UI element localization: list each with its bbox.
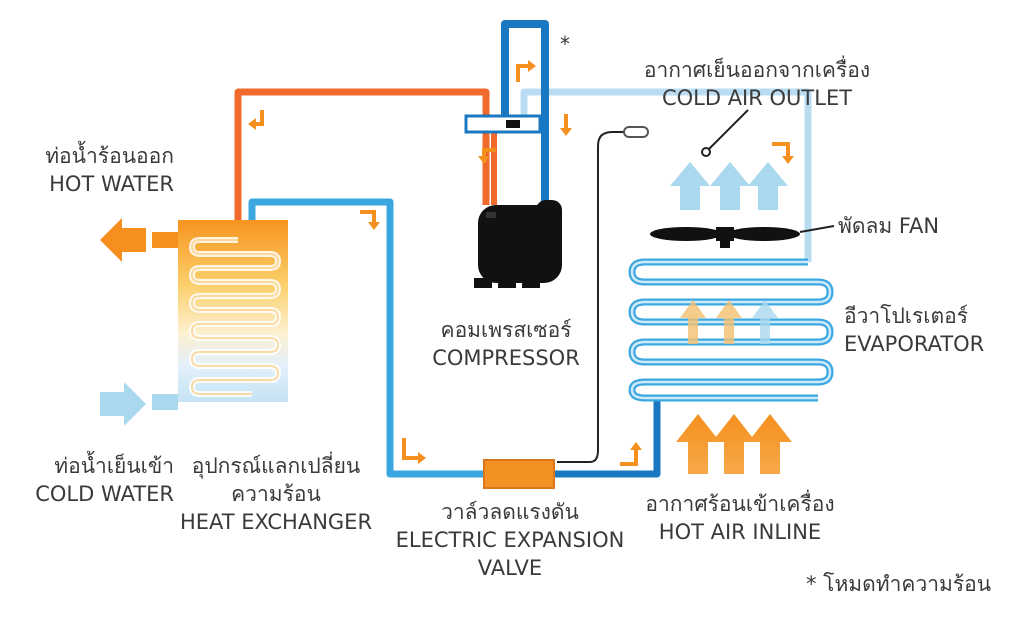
temperature-sensor-icon <box>623 126 649 138</box>
heat-exchanger-label-th2: ความร้อน <box>231 482 321 506</box>
hot-water-label: ท่อน้ำร้อนออก HOT WATER <box>14 142 174 198</box>
evaporator-label-th: อีวาโปเรเตอร์ <box>844 304 968 328</box>
asterisk-mark: * <box>560 30 570 58</box>
asterisk-mark-text: * <box>560 32 570 56</box>
hot-pipe <box>234 88 490 240</box>
hot-air-inlet-label-th: อากาศร้อนเข้าเครื่อง <box>645 492 835 516</box>
cold-air-arrow-icons <box>670 162 788 210</box>
cold-water-label: ท่อน้ำเย็นเข้า COLD WATER <box>4 452 174 508</box>
evaporator-label: อีวาโปเรเตอร์ EVAPORATOR <box>844 302 984 358</box>
compressor-label-th: คอมเพรสเซอร์ <box>440 318 572 342</box>
compressor-suction-loop <box>501 20 549 210</box>
compressor-label-en: COMPRESSOR <box>432 346 580 370</box>
flow-direction-arrows <box>248 60 794 466</box>
footnote-text: * โหมดทำความร้อน <box>806 572 992 596</box>
cold-water-inlet-stub <box>152 394 178 410</box>
evaporator-coil-icon <box>628 258 834 402</box>
evaporator-airflow-arrows <box>680 300 778 344</box>
compressor-label: คอมเพรสเซอร์ COMPRESSOR <box>416 316 596 372</box>
hot-air-inlet-label: อากาศร้อนเข้าเครื่อง HOT AIR INLINE <box>630 490 850 546</box>
footnote: * โหมดทำความร้อน <box>806 570 991 598</box>
expansion-valve-label-en2: VALVE <box>477 556 543 580</box>
cold-water-arrow-icon <box>100 382 146 426</box>
hot-air-inlet-label-en: HOT AIR INLINE <box>658 520 822 544</box>
heat-exchanger-label: อุปกรณ์แลกเปลี่ยน ความร้อน HEAT EXCHANGE… <box>176 452 376 536</box>
expansion-valve-label: วาล์วลดแรงดัน ELECTRIC EXPANSION VALVE <box>390 498 630 582</box>
cold-air-outlet-label-en: COLD AIR OUTLET <box>661 86 853 110</box>
compressor-icon <box>474 200 562 288</box>
heat-exchanger-label-en: HEAT EXCHANGER <box>179 510 373 534</box>
sensor-wire <box>557 131 624 463</box>
hot-water-label-en: HOT WATER <box>49 172 174 196</box>
expansion-valve-label-en1: ELECTRIC EXPANSION <box>395 528 625 552</box>
diverter-valve <box>464 114 542 134</box>
fan-label-text: พัดลม FAN <box>838 214 940 238</box>
cold-water-label-th: ท่อน้ำเย็นเข้า <box>54 454 174 478</box>
cold-water-label-en: COLD WATER <box>35 482 174 506</box>
expansion-valve-label-th: วาล์วลดแรงดัน <box>441 500 579 524</box>
cold-air-leader-line <box>705 109 749 153</box>
hot-water-label-th: ท่อน้ำร้อนออก <box>45 144 174 168</box>
heat-exchanger-label-th1: อุปกรณ์แลกเปลี่ยน <box>191 454 361 478</box>
expansion-valve-icon <box>483 459 555 489</box>
cold-air-outlet-label-th: อากาศเย็นออกจากเครื่อง <box>643 58 871 82</box>
fan-label: พัดลม FAN <box>838 212 939 240</box>
hot-water-outlet-stub <box>152 232 178 248</box>
cold-air-outlet-label: อากาศเย็นออกจากเครื่อง COLD AIR OUTLET <box>612 56 902 112</box>
evaporator-label-en: EVAPORATOR <box>844 332 985 356</box>
hot-air-arrow-icons <box>676 414 792 474</box>
suction-pipe <box>520 88 812 262</box>
fan-leader-line <box>799 225 835 233</box>
hot-water-arrow-icon <box>100 218 146 262</box>
fan-icon <box>650 227 800 248</box>
